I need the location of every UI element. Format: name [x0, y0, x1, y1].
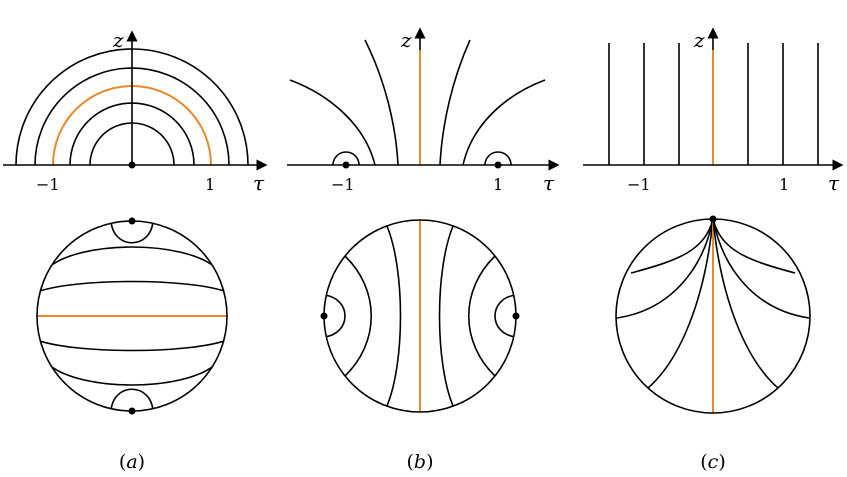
- panel-c-tick-neg-one: −1: [627, 175, 651, 194]
- panel-b-dot-left: [342, 161, 350, 169]
- panel-c-disk-horocycle-left-1: [630, 219, 714, 274]
- panel-b-z-label: z: [400, 28, 412, 52]
- panel-b-small-arc-left: [332, 151, 360, 166]
- panel-c-z-label: z: [693, 28, 705, 52]
- panel-c-disk-horocycle-right-2: [712, 219, 810, 319]
- panel-a-tick-pos-one: 1: [205, 175, 215, 194]
- panel-a-disk-arc-top-1: [47, 246, 217, 269]
- panel-b-disk-arc-right-2: [438, 225, 454, 407]
- panel-c-disk-horocycle-left-2: [616, 219, 714, 319]
- panel-b-tick-neg-one: −1: [331, 175, 355, 194]
- panel-b-arc-right-inner: [439, 39, 471, 166]
- panel-c-disk-dot-top: [709, 215, 717, 223]
- panel-c-disk-horocycle-left-3: [647, 219, 714, 389]
- panel-a-halfplane: z τ −1 1: [3, 28, 268, 195]
- panel-b-disk-dot-left: [320, 312, 328, 320]
- panel-a-disk-cap-bottom: [110, 388, 154, 411]
- panel-b-disk-arc-left-1: [344, 255, 372, 377]
- panel-c-disk: [615, 215, 811, 414]
- panel-a-disk-dot-bottom: [128, 407, 136, 415]
- panel-b-arc-left-inner: [364, 39, 399, 166]
- panel-b-arc-right-outer: [462, 79, 546, 166]
- panel-b-disk-arc-left-2: [386, 225, 402, 407]
- panel-c-tau-label: τ: [828, 171, 840, 195]
- panel-b-small-arc-right: [484, 151, 512, 166]
- panel-a-disk-dot-top: [128, 217, 136, 225]
- panel-b-disk-dot-right: [512, 312, 520, 320]
- panel-b-disk-cap-left: [324, 294, 346, 338]
- caption-a: (a): [119, 451, 145, 473]
- panel-b-disk: [320, 219, 520, 413]
- panel-b-arc-left-outer: [289, 79, 376, 166]
- panel-a-tick-neg-one: −1: [36, 175, 60, 194]
- panel-b-disk-cap-right: [494, 294, 516, 338]
- panel-c-halfplane: z τ −1 1: [583, 27, 844, 195]
- panel-a-disk: [36, 217, 228, 415]
- panel-a-disk-cap-top: [110, 221, 154, 244]
- panel-a-disk-arc-bottom-1: [37, 339, 227, 352]
- panel-a-disk-arc-bottom-2: [47, 363, 217, 386]
- panel-c-disk-horocycle-right-3: [712, 219, 779, 389]
- panel-b-halfplane: z τ −1 1: [287, 27, 560, 195]
- panel-b-tick-pos-one: 1: [493, 175, 503, 194]
- panel-b-dot-right: [494, 161, 502, 169]
- panel-b-disk-arc-right-1: [468, 255, 496, 377]
- panel-a-disk-arc-top-2: [37, 280, 227, 293]
- caption-c: (c): [700, 451, 726, 473]
- panel-c-disk-horocycle-right-1: [712, 219, 796, 274]
- panel-b-tau-label: τ: [543, 171, 555, 195]
- panel-c-tick-pos-one: 1: [779, 175, 789, 194]
- panel-a-z-label: z: [112, 28, 124, 52]
- panel-a-tau-label: τ: [253, 171, 265, 195]
- caption-b: (b): [406, 451, 433, 473]
- panel-a-origin-dot: [128, 161, 136, 169]
